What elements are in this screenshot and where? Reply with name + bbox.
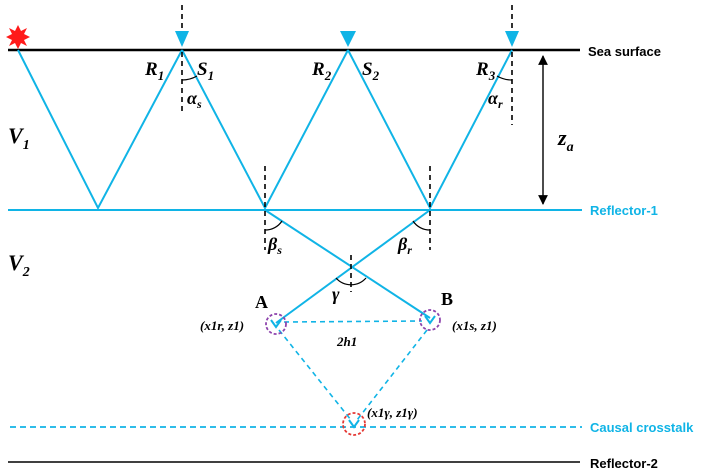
arc-gamma: [335, 277, 367, 286]
point-a-marker: [270, 319, 282, 329]
point-b-marker: [424, 315, 436, 325]
s1-label: S1: [197, 59, 214, 83]
receiver-triangle-icon-r1: [175, 31, 189, 47]
velocity-v2-label: V2: [8, 250, 30, 280]
segment-a-crosstalk: [278, 329, 352, 421]
crosstalk-point-circle: [342, 412, 366, 436]
gamma-label: γ: [332, 284, 340, 304]
arc-beta-s: [264, 220, 283, 231]
reflector-1-label: Reflector-1: [590, 203, 658, 218]
point-b-circle: [419, 309, 441, 331]
alpha-r-label: αr: [488, 88, 503, 111]
reflector-2-label: Reflector-2: [590, 456, 658, 471]
s2-label: S2: [362, 59, 380, 83]
ray-transmit-r: [275, 209, 431, 324]
point-a-label: A: [255, 292, 268, 312]
r2-label: R2: [311, 59, 332, 83]
coord-crosstalk-label: (x1γ, z1γ): [367, 405, 418, 420]
arc-beta-r: [412, 220, 431, 231]
ray-path-s1-r2: [181, 49, 349, 211]
receiver-triangle-icon-r2: [340, 31, 356, 47]
beta-r-label: βr: [397, 234, 412, 257]
crosstalk-point-marker: [348, 419, 360, 429]
ray-path-source-r1: [17, 49, 183, 211]
segment-b-crosstalk: [356, 329, 428, 421]
arc-alpha-r: [496, 75, 513, 81]
r3-label: R3: [475, 59, 496, 83]
source-star-icon: [6, 25, 30, 49]
receiver-triangle-icon-r3: [505, 31, 519, 47]
ray-transmit-s: [264, 209, 431, 319]
point-a-circle: [265, 313, 287, 335]
segment-2h1: [283, 320, 423, 323]
arc-alpha-s: [181, 75, 198, 81]
r1-label: R1: [144, 59, 164, 83]
alpha-s-label: αs: [187, 88, 202, 111]
point-b-label: B: [441, 289, 453, 309]
coord-b-label: (x1s, z1): [452, 318, 497, 333]
velocity-v1-label: V1: [8, 123, 30, 153]
ray-path-s2-r3: [347, 49, 513, 211]
causal-crosstalk-label: Causal crosstalk: [590, 420, 694, 435]
coord-a-label: (x1r, z1): [200, 318, 244, 333]
sea-surface-label: Sea surface: [588, 44, 661, 59]
beta-s-label: βs: [267, 234, 282, 257]
distance-2h1-label: 2h1: [336, 334, 357, 349]
depth-za-label: za: [557, 125, 574, 155]
